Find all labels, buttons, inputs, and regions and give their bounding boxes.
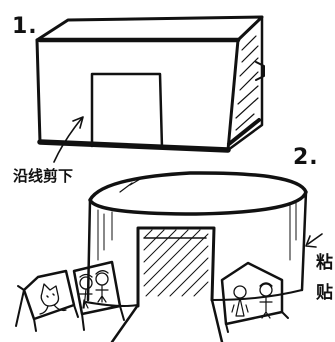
step-one-box: [35, 15, 265, 153]
step-one-instruction: 沿线剪下: [13, 167, 74, 185]
step-two-instruction-line2: 贴: [316, 283, 333, 303]
card-children: [72, 260, 125, 331]
step-two-pointer-arrow: [305, 233, 323, 248]
step-one-pointer-arrow: [53, 116, 84, 163]
step-two-instruction-line1: 粘: [316, 253, 333, 273]
step-two-building: [85, 171, 308, 307]
step-two-door: [136, 226, 216, 308]
card-people: [220, 261, 289, 333]
step-one-number: 1.: [12, 14, 38, 39]
card-cat: [15, 269, 79, 332]
step-two-number: 2.: [293, 145, 319, 170]
step-one-door-outline: [90, 72, 164, 150]
step-two-path: [110, 298, 224, 342]
